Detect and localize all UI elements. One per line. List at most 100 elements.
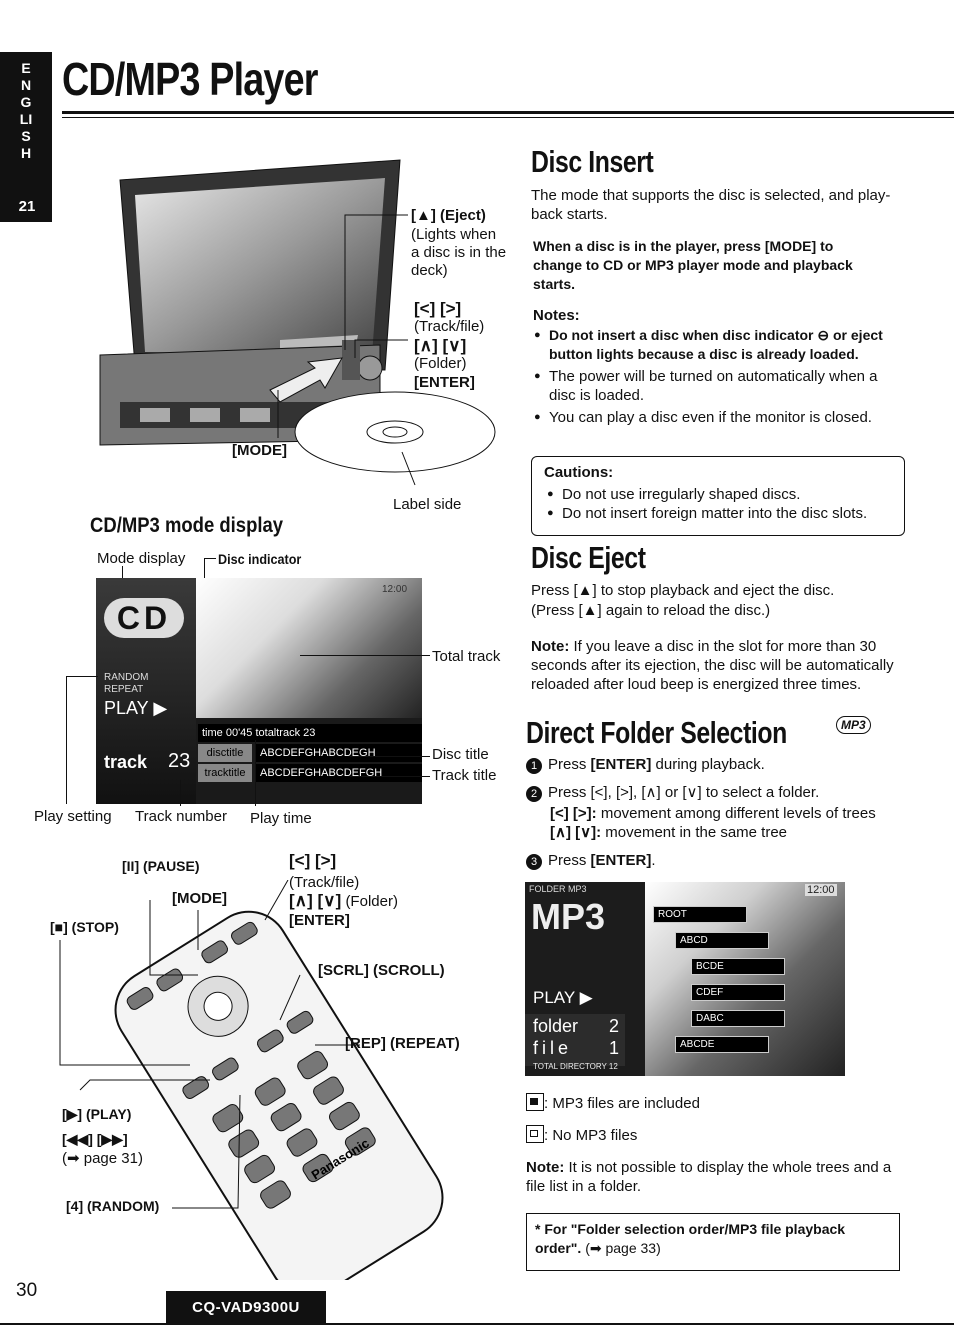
eject-label: [▲] (Eject): [411, 207, 486, 225]
step-2-lr-desc: movement among different levels of trees: [596, 805, 876, 822]
remote-track-file-label: (Track/file): [289, 874, 360, 891]
notes-label: Notes:: [533, 307, 580, 324]
leader-line: [66, 676, 98, 677]
tree-item: BCDE: [691, 958, 785, 975]
step-2-text: Press [<], [>], [∧] or [∨] to select a f…: [548, 784, 820, 801]
step-3-text: Press: [548, 852, 591, 869]
total-directory: TOTAL DIRECTORY 12: [533, 1062, 618, 1071]
step-1: 1 Press [ENTER] during playback.: [526, 755, 765, 774]
track-number: 23: [168, 750, 191, 772]
step-2-ud-keys: [∧] [∨]:: [550, 824, 602, 841]
skip-label: [◀◀] [▶▶]: [62, 1131, 128, 1147]
caution-item: Do not use irregularly shaped discs.: [546, 485, 896, 504]
disc-indicator-label: Disc indicator: [218, 551, 302, 567]
track-label: track: [104, 752, 148, 772]
section-page-number: 21: [18, 198, 36, 215]
title-rule: [62, 111, 954, 114]
leader-line: [204, 558, 216, 559]
note-label: Note:: [531, 638, 570, 655]
eject-description: (Lights when a disc is in the deck): [411, 226, 507, 279]
cautions-label: Cautions:: [544, 464, 614, 481]
disc-insert-heading: Disc Insert: [531, 144, 654, 179]
remote-illustration: Panasonic: [59, 880, 444, 1280]
note-text: If you leave a disc in the slot for more…: [531, 638, 894, 693]
disc-title-label: Disc title: [432, 746, 489, 763]
step-2-ud-desc: movement in the same tree: [601, 824, 788, 841]
remote-mode-label: [MODE]: [172, 890, 227, 907]
notes-list: Do not insert a disc when disc indicator…: [533, 326, 901, 427]
head-unit-illustration: [99, 159, 496, 486]
leader-line: [204, 558, 205, 584]
time-row: time 00'45 totaltrack 23: [198, 724, 422, 742]
step-1-number: 1: [526, 758, 542, 774]
mode-display-heading: CD/MP3 mode display: [90, 514, 284, 537]
file-number: 1: [609, 1038, 620, 1058]
leader-line: [350, 756, 430, 757]
label-side-label: Label side: [393, 496, 462, 513]
track-title-text: ABCDEFGHABCDEFGH: [256, 764, 422, 782]
leader-line: [300, 655, 430, 656]
step-3-number: 3: [526, 854, 542, 870]
track-keys-label: [<] [>]: [414, 299, 462, 318]
footnote-text: * For "Folder selection order/MP3 file p…: [535, 1220, 885, 1258]
mp3-folder-screen: FOLDER MP3 12:00 MP3 PLAY ▶ folder 2 fil…: [525, 882, 845, 1076]
note-item: Do not insert a disc when disc indicator…: [533, 326, 901, 364]
disc-eject-note: Note: If you leave a disc in the slot fo…: [531, 637, 911, 694]
cautions-box: Cautions: Do not use irregularly shaped …: [531, 456, 905, 536]
tree-item: CDEF: [691, 984, 785, 1001]
disc-eject-line1: Press [▲] to stop playback and eject the…: [531, 582, 835, 599]
tree-item: ABCDE: [675, 1036, 769, 1053]
stop-label: [■] (STOP): [50, 919, 119, 935]
leader-line: [122, 566, 123, 586]
footnote-box: * For "Folder selection order/MP3 file p…: [526, 1213, 900, 1271]
legend-no-mp3: : No MP3 files: [526, 1125, 637, 1145]
direct-folder-heading-row: Direct Folder Selection: [526, 715, 852, 751]
repeat-label: [REP] (REPEAT): [345, 1035, 460, 1052]
step-1-text-end: during playback.: [651, 756, 765, 773]
cautions-list: Do not use irregularly shaped discs. Do …: [546, 485, 896, 523]
note-text: It is not possible to display the whole …: [526, 1159, 892, 1195]
step-2-lr-row: [<] [>]: movement among different levels…: [550, 804, 876, 823]
play-setting-label: Play setting: [34, 808, 112, 825]
note-item: The power will be turned on automaticall…: [533, 367, 901, 405]
disc-eject-line2: (Press [▲] again to reload the disc.): [531, 602, 771, 619]
repeat-status: REPEAT: [104, 684, 144, 695]
step-1-text: Press: [548, 756, 591, 773]
disc-eject-heading: Disc Eject: [531, 540, 646, 575]
play-status: PLAY ▶: [104, 698, 168, 718]
remote-folder-keys: [∧] [∨]: [289, 891, 342, 910]
play-time-label: Play time: [250, 810, 312, 827]
footer-rule: [0, 1323, 954, 1325]
mp3-screen-header: FOLDER MP3: [529, 884, 587, 894]
file-label: file: [533, 1038, 573, 1058]
random-status: RANDOM: [104, 672, 149, 683]
direct-folder-heading: Direct Folder Selection: [526, 715, 787, 750]
footnote-page-ref: (➡ page 33): [585, 1240, 661, 1256]
language-tab: ENGLISH 21: [0, 52, 52, 222]
disc-insert-intro: The mode that supports the disc is selec…: [531, 187, 891, 223]
step-1-key: [ENTER]: [590, 756, 652, 773]
legend-mp3-included: : MP3 files are included: [526, 1093, 700, 1113]
cd-badge: CD: [104, 598, 184, 638]
mp3-play-status: PLAY ▶: [533, 988, 593, 1007]
track-number-label: Track number: [135, 808, 227, 825]
note-label: Note:: [526, 1159, 565, 1176]
leader-line: [180, 780, 181, 806]
folder-number: 2: [609, 1016, 620, 1036]
leader-line: [66, 676, 67, 804]
eject-key: [▲] (Eject): [411, 207, 486, 224]
mp3-screen-title: MP3: [531, 896, 606, 937]
step-3-key: [ENTER]: [590, 852, 652, 869]
step-2-number: 2: [526, 786, 542, 802]
play-page-ref: (➡ page 31): [62, 1150, 143, 1167]
total-track-label: Total track: [432, 648, 501, 665]
screen-clock: 12:00: [382, 584, 408, 595]
enter-key-label: [ENTER]: [414, 374, 475, 391]
remote-enter-label: [ENTER]: [289, 912, 350, 929]
folder-without-mp3-icon: [526, 1125, 544, 1143]
track-title-label: Track title: [432, 767, 497, 784]
scroll-label: [SCRL] (SCROLL): [318, 962, 445, 979]
random-label: [4] (RANDOM): [66, 1198, 160, 1214]
mp3-screen-clock: 12:00: [805, 884, 837, 896]
